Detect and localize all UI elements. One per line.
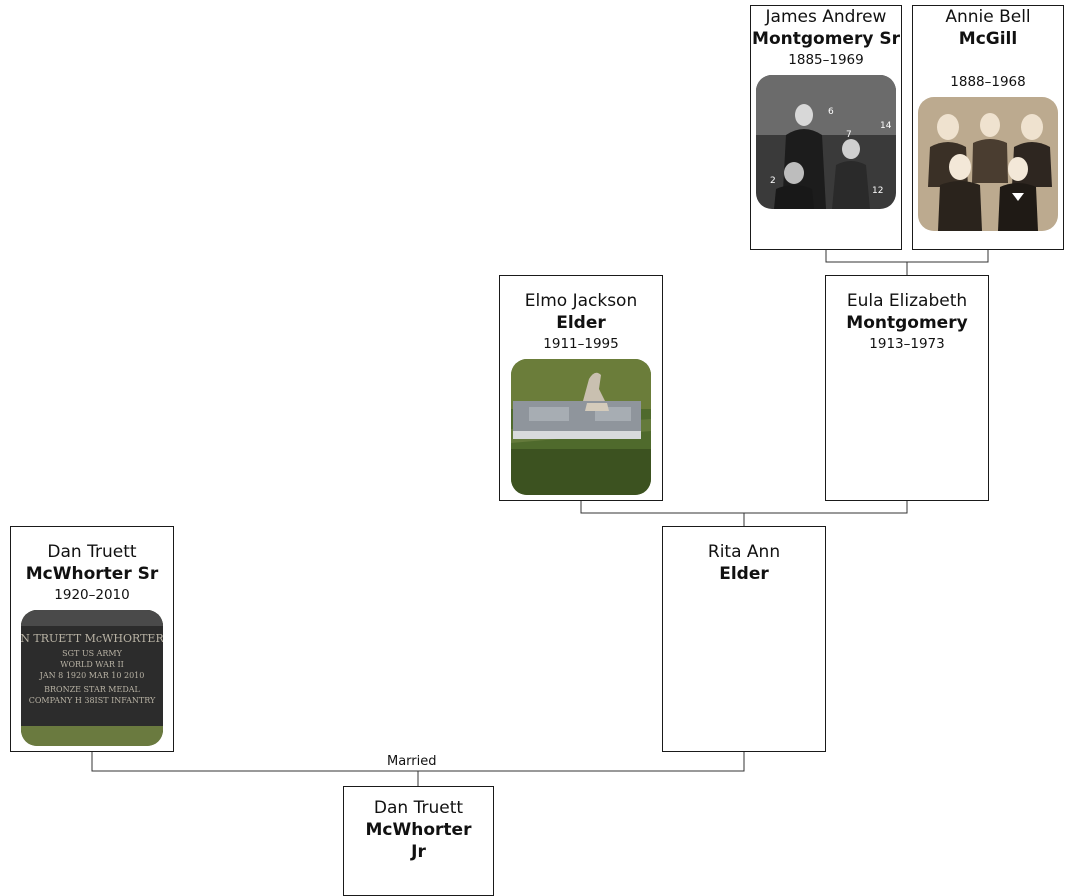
given-name: Annie Bell (945, 7, 1031, 27)
person-card-dan-mcwhorter-sr[interactable]: Dan Truett McWhorter Sr 1920–2010 N TRUE… (10, 526, 174, 752)
life-years: 1911–1995 (543, 336, 619, 352)
given-name: James Andrew (765, 7, 887, 27)
life-years: 1920–2010 (54, 587, 130, 603)
given-name: Eula Elizabeth (846, 291, 968, 311)
photo-label: 2 (770, 176, 776, 186)
photo-label: 14 (880, 121, 892, 131)
person-card-james-montgomery[interactable]: James Andrew Montgomery Sr 1885–1969 6 7… (750, 5, 902, 250)
person-card-elmo-elder[interactable]: Elmo Jackson Elder 1911–1995 (499, 275, 663, 501)
grave-marker-photo[interactable]: N TRUETT McWHORTER SGT US ARMY WORLD WAR… (21, 610, 163, 746)
given-name: Dan Truett (47, 542, 137, 562)
surname: Elder (719, 564, 769, 584)
given-name: Elmo Jackson (524, 291, 638, 311)
surname: Montgomery Sr (752, 29, 900, 49)
marker-line: N TRUETT McWHORTER (21, 632, 163, 645)
given-name: Dan Truett (373, 798, 464, 818)
marker-line: COMPANY H 38IST INFANTRY (29, 696, 156, 705)
life-years: 1885–1969 (788, 52, 864, 68)
group-photo-bw[interactable]: 6 7 14 2 12 (756, 75, 896, 209)
surname: Elder (556, 313, 606, 333)
married-label: Married (385, 754, 439, 770)
headstone-photo[interactable] (511, 359, 651, 495)
person-card-eula-montgomery[interactable]: Eula Elizabeth Montgomery 1913–1973 (825, 275, 989, 501)
photo-label: 7 (846, 130, 852, 140)
marker-line: BRONZE STAR MEDAL (44, 685, 140, 694)
surname: McWhorter Sr (25, 564, 159, 584)
person-card-rita-elder[interactable]: Rita Ann Elder (662, 526, 826, 752)
person-card-dan-mcwhorter-jr[interactable]: Dan Truett McWhorter Jr (343, 786, 494, 896)
photo-label: 12 (872, 186, 883, 196)
life-years: 1888–1968 (950, 74, 1026, 90)
surname: McGill (958, 29, 1018, 49)
group-photo-sepia[interactable] (918, 97, 1058, 231)
marker-line: WORLD WAR II (60, 660, 124, 669)
photo-label: 6 (828, 107, 834, 117)
surname: Montgomery (846, 313, 968, 333)
marker-line: JAN 8 1920 MAR 10 2010 (39, 671, 145, 680)
person-card-annie-mcgill[interactable]: Annie Bell McGill 1888–1968 (912, 5, 1064, 250)
surname: McWhorter Jr (365, 820, 472, 862)
given-name: Rita Ann (707, 542, 781, 562)
marker-line: SGT US ARMY (62, 649, 123, 658)
life-years: 1913–1973 (869, 336, 945, 352)
